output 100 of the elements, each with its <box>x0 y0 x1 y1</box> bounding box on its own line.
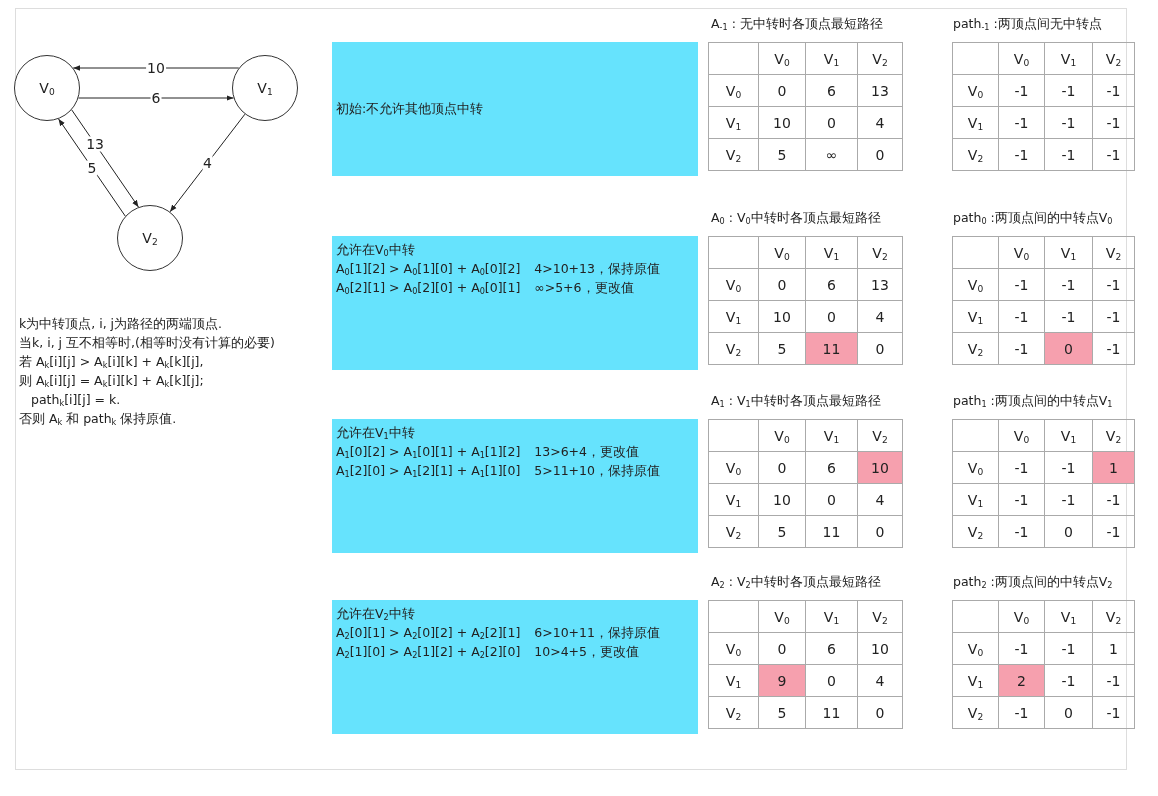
table-cell: 0 <box>805 106 858 139</box>
header-cell: V$_{2}$ <box>1092 236 1135 269</box>
table-cell: 0 <box>805 300 858 333</box>
header-cell: V$_{1}$ <box>952 664 999 697</box>
header-cell: V$_{1}$ <box>1044 236 1093 269</box>
table-cell: -1 <box>1044 632 1093 665</box>
comparison-text: 6>10+11，保持原值 <box>534 625 660 642</box>
header-cell: V$_{0}$ <box>998 600 1045 633</box>
note-text: k为中转顶点, i, j为路径的两端顶点. <box>19 316 223 333</box>
step-box <box>332 419 698 553</box>
table-cell: -1 <box>1044 74 1093 107</box>
table-cell: 5 <box>758 696 806 729</box>
header-cell: V$_{2}$ <box>952 332 999 365</box>
table-cell: -1 <box>998 138 1045 171</box>
header-cell: V$_{0}$ <box>952 268 999 301</box>
comparison-text: 5>11+10，保持原值 <box>534 463 660 480</box>
table-cell: 0 <box>805 483 858 516</box>
table-cell: 11 <box>805 515 858 548</box>
note-text: 若 A$_{k}$[i][j] > A$_{k}$[i][k] + A$_{k}$[k][j], <box>19 354 204 371</box>
header-cell: V$_{2}$ <box>857 600 903 633</box>
table-title: path$_{1}$ :两顶点间的中转点V$_{1}$ <box>953 393 1113 410</box>
header-cell: V$_{1}$ <box>805 419 858 452</box>
comparison-text: 10>4+5，更改值 <box>534 644 641 661</box>
highlighted-cell: 0 <box>1044 332 1093 365</box>
table-title: path$_{2}$ :两顶点间的中转点V$_{2}$ <box>953 574 1113 591</box>
header-cell: V$_{2}$ <box>708 332 759 365</box>
table-cell: 13 <box>857 74 903 107</box>
arrow <box>58 118 126 217</box>
table-cell: -1 <box>1092 138 1135 171</box>
table-cell: 0 <box>758 268 806 301</box>
header-cell: V$_{1}$ <box>952 106 999 139</box>
edge-label: 4 <box>202 155 213 171</box>
highlighted-cell: 9 <box>758 664 806 697</box>
table-cell: -1 <box>1092 300 1135 333</box>
table-cell: 10 <box>758 483 806 516</box>
formula-text: A$_{0}$[1][2] > A$_{0}$[1][0] + A$_{0}$[0][2] <box>336 261 521 278</box>
table-cell: -1 <box>1092 664 1135 697</box>
header-cell: V$_{2}$ <box>708 696 759 729</box>
formula-text: A$_{0}$[2][1] > A$_{0}$[2][0] + A$_{0}$[0][1] <box>336 280 521 297</box>
header-cell: V$_{0}$ <box>708 74 759 107</box>
formula-text: A$_{2}$[1][0] > A$_{2}$[1][2] + A$_{2}$[2][0] <box>336 644 521 661</box>
table-cell: 0 <box>857 515 903 548</box>
table-cell: -1 <box>1092 268 1135 301</box>
header-cell: V$_{0}$ <box>708 451 759 484</box>
step-heading: 初始:不允许其他顶点中转 <box>336 100 484 118</box>
table-cell: 5 <box>758 138 806 171</box>
table-cell: 1 <box>1092 632 1135 665</box>
header-cell: V$_{1}$ <box>708 483 759 516</box>
header-cell: V$_{0}$ <box>758 42 806 75</box>
table-cell: 0 <box>857 138 903 171</box>
formula-text: A$_{2}$[0][1] > A$_{2}$[0][2] + A$_{2}$[2][1] <box>336 625 521 642</box>
table-cell: -1 <box>998 483 1045 516</box>
note-text: path$_{k}$[i][j] = k. <box>31 392 121 407</box>
vertex-label: V$_{0}$ <box>39 80 55 96</box>
table-cell: ∞ <box>805 138 858 171</box>
table-cell: -1 <box>1092 106 1135 139</box>
formula-text: A$_{1}$[2][0] > A$_{1}$[2][1] + A$_{1}$[1][0] <box>336 463 521 480</box>
table-title: A$_{0}$ : V$_{0}$中转时各顶点最短路径 <box>711 210 881 227</box>
table-cell: 5 <box>758 332 806 365</box>
header-cell: V$_{0}$ <box>758 419 806 452</box>
table-cell: -1 <box>1044 300 1093 333</box>
table-cell: -1 <box>1044 664 1093 697</box>
header-cell: V$_{0}$ <box>998 42 1045 75</box>
table-cell: 6 <box>805 451 858 484</box>
header-cell: V$_{0}$ <box>708 268 759 301</box>
header-cell: V$_{1}$ <box>1044 419 1093 452</box>
table-title: A$_{2}$ : V$_{2}$中转时各顶点最短路径 <box>711 574 881 591</box>
header-cell: V$_{2}$ <box>952 138 999 171</box>
table-cell: 10 <box>857 632 903 665</box>
arrow <box>71 109 139 208</box>
highlighted-cell: 2 <box>998 664 1045 697</box>
table-cell: 0 <box>758 451 806 484</box>
table-cell: 0 <box>758 632 806 665</box>
table-cell: -1 <box>1044 138 1093 171</box>
step-box <box>332 600 698 734</box>
table-cell: -1 <box>1044 451 1093 484</box>
table-cell: 4 <box>857 483 903 516</box>
header-cell: V$_{2}$ <box>1092 419 1135 452</box>
note-text: 则 A$_{k}$[i][j] = A$_{k}$[i][k] + A$_{k}$[k][j]; <box>19 373 204 390</box>
header-cell: V$_{1}$ <box>805 600 858 633</box>
step-heading: 允许在V$_{2}$中转 <box>336 606 416 623</box>
header-cell: V$_{0}$ <box>998 236 1045 269</box>
table-cell: -1 <box>998 632 1045 665</box>
header-cell: V$_{2}$ <box>708 138 759 171</box>
table-cell: -1 <box>1044 483 1093 516</box>
table-cell: 4 <box>857 664 903 697</box>
step-heading: 允许在V$_{1}$中转 <box>336 425 416 442</box>
header-cell: V$_{1}$ <box>1044 600 1093 633</box>
comparison-text: 13>6+4，更改值 <box>534 444 641 461</box>
arrow <box>72 65 240 71</box>
header-cell: V$_{0}$ <box>998 419 1045 452</box>
header-cell: V$_{2}$ <box>952 696 999 729</box>
highlighted-cell: 11 <box>805 332 858 365</box>
header-cell: V$_{1}$ <box>952 300 999 333</box>
table-cell: -1 <box>998 696 1045 729</box>
note-text: 当k, i, j 互不相等时,(相等时没有计算的必要) <box>19 335 275 352</box>
header-cell: V$_{2}$ <box>708 515 759 548</box>
table-cell: 0 <box>805 664 858 697</box>
header-cell: V$_{1}$ <box>1044 42 1093 75</box>
header-cell: V$_{1}$ <box>708 300 759 333</box>
